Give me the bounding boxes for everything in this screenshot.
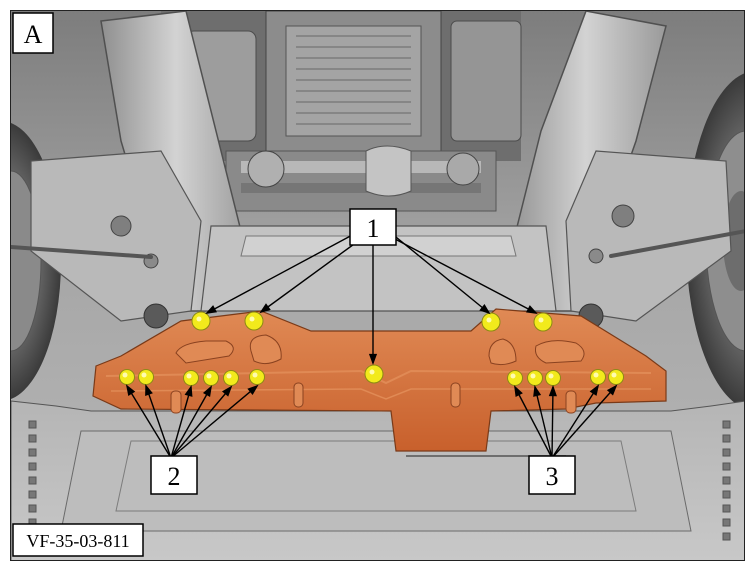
leader-3-2 [533,385,553,459]
leader-lines [125,232,618,459]
fastener-f1-5 [364,364,384,384]
callout-2: 2 [150,455,198,495]
callout-3: 3 [528,455,576,495]
fastener-f3-5 [608,369,624,385]
callout-3-label: 3 [546,462,559,491]
leader-2-2 [145,384,172,459]
fastener-f3-4 [590,369,606,385]
leader-2-3 [170,385,193,459]
fastener-f2-2 [138,369,154,385]
fastener-f1-2 [244,311,264,331]
fastener-f2-3 [183,370,199,386]
leader-1-b [259,238,362,314]
reference-code-box: VF-35-03-811 [12,523,144,557]
leader-3-1 [514,385,553,459]
fastener-f3-2 [527,370,543,386]
callout-1-label: 1 [367,214,380,243]
callout-2-label: 2 [168,462,181,491]
tie-rods [11,229,744,259]
leader-1-e [368,245,378,366]
leader-1-a [205,232,357,314]
callout-1: 1 [349,208,397,246]
panel-letter-box: A [12,12,54,54]
leader-3-5 [551,384,618,459]
leader-1-c [390,232,491,315]
fastener-f1-4 [533,312,553,332]
fasteners [119,311,624,386]
panel-letter: A [24,20,43,49]
fastener-f3-1 [507,370,523,386]
fastener-f1-3 [481,312,501,332]
fastener-f2-1 [119,369,135,385]
crossmember-rib [240,235,517,257]
fastener-f2-6 [249,369,265,385]
leader-2-6 [170,384,259,459]
leader-2-5 [170,385,233,459]
leader-3-4 [551,384,600,459]
leader-2-4 [170,385,213,459]
reference-code: VF-35-03-811 [26,531,129,551]
fastener-f3-3 [545,370,561,386]
fastener-f2-4 [203,370,219,386]
leader-3-3 [548,384,557,459]
fastener-f1-1 [191,311,211,331]
leader-2-1 [125,384,172,459]
fastener-f2-5 [223,370,239,386]
diagram-frame: 1 2 3 A VF-35-03-811 [10,10,745,561]
engine-detail [296,35,411,125]
leader-1-d [394,238,538,314]
underbody-illustration: 1 2 3 A VF-35-03-811 [11,11,744,560]
